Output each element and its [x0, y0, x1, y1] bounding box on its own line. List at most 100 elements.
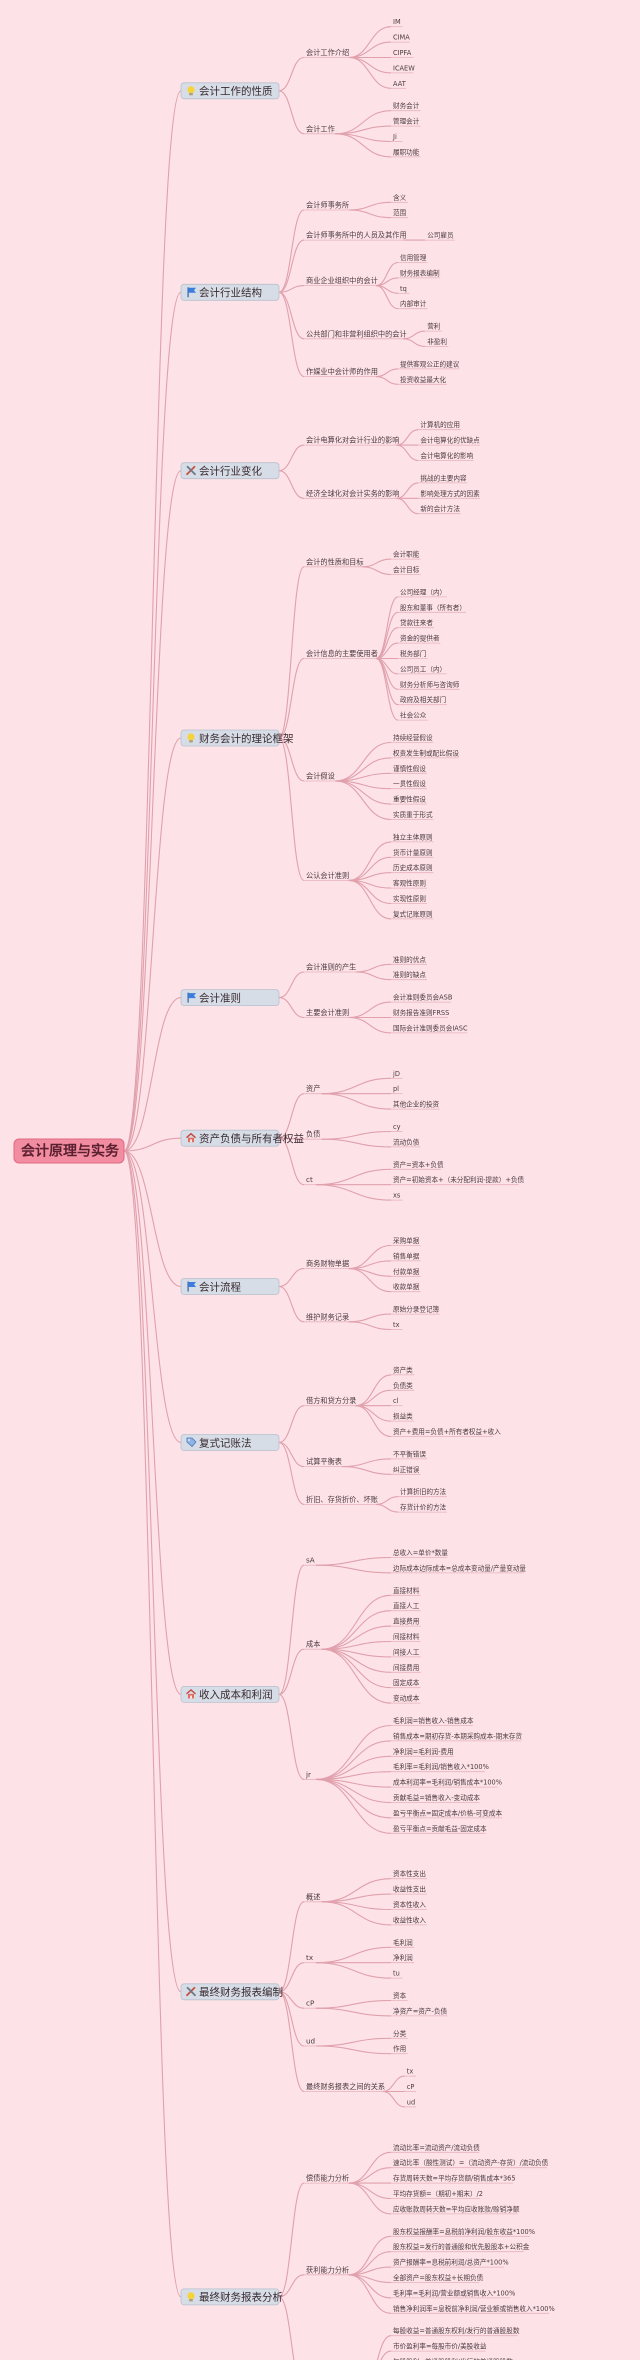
- leaf-node[interactable]: 财务分析师与咨询师: [398, 680, 460, 690]
- leaf-node[interactable]: 边际成本边际成本=总成本变动量/产量变动量: [391, 1563, 526, 1574]
- leaf-node[interactable]: 资本: [391, 1991, 408, 2001]
- leaf-node[interactable]: 贡献毛益=销售收入-变动成本: [391, 1793, 480, 1803]
- leaf-node[interactable]: 会计职能: [391, 550, 421, 560]
- topic-node[interactable]: 折旧、存货折价、坏账: [304, 1495, 378, 1505]
- leaf-node[interactable]: ud: [404, 2098, 417, 2108]
- leaf-node[interactable]: cP: [404, 2083, 417, 2092]
- topic-node[interactable]: 会计准则的产生: [304, 963, 356, 973]
- leaf-node[interactable]: 管理会计: [391, 117, 421, 127]
- leaf-node[interactable]: 贷款往来者: [398, 618, 434, 629]
- topic-node[interactable]: tx: [304, 1953, 316, 1964]
- leaf-node[interactable]: 谨慎性假设: [391, 764, 427, 774]
- leaf-node[interactable]: 会计准则委员会ASB: [391, 993, 453, 1003]
- leaf-node[interactable]: 客观性原则: [391, 879, 427, 889]
- leaf-node[interactable]: IM: [391, 18, 403, 28]
- leaf-node[interactable]: 间接材料: [391, 1632, 421, 1642]
- leaf-node[interactable]: 毛利率=毛利润/销售收入*100%: [391, 1762, 489, 1773]
- leaf-node[interactable]: 原始分录登记簿: [391, 1305, 440, 1315]
- leaf-node[interactable]: 总收入=单价*数量: [391, 1548, 448, 1558]
- leaf-node[interactable]: cl: [391, 1397, 403, 1407]
- leaf-node[interactable]: 财务报告准则FRSS: [391, 1008, 449, 1018]
- leaf-node[interactable]: 独立主体原则: [391, 832, 434, 843]
- leaf-node[interactable]: ICAEW: [391, 64, 415, 74]
- leaf-node[interactable]: 不平衡错误: [391, 1449, 427, 1460]
- leaf-node[interactable]: 履职功能: [391, 147, 421, 158]
- leaf-node[interactable]: 固定成本: [391, 1678, 421, 1689]
- leaf-node[interactable]: 流动比率=流动资产/流动负债: [391, 2143, 480, 2153]
- topic-node[interactable]: 作媒业中会计师的作用: [304, 367, 378, 377]
- leaf-node[interactable]: 内部审计: [398, 299, 428, 310]
- section-s3[interactable]: 会计行业变化: [180, 462, 280, 480]
- leaf-node[interactable]: 市价盈利率=每股市价/美股收益: [391, 2342, 487, 2352]
- leaf-node[interactable]: 影响处理方式的因素: [418, 489, 480, 499]
- leaf-node[interactable]: tq: [398, 285, 410, 294]
- section-s1[interactable]: 会计工作的性质: [180, 82, 280, 100]
- leaf-node[interactable]: 实现性原则: [391, 894, 427, 904]
- leaf-node[interactable]: 信用管理: [398, 253, 428, 263]
- topic-node[interactable]: jr: [304, 1770, 316, 1780]
- leaf-node[interactable]: 净利润=毛利润-费用: [391, 1747, 454, 1757]
- leaf-node[interactable]: tx: [404, 2068, 417, 2077]
- section-s6[interactable]: 资产负债与所有者权益: [180, 1129, 304, 1147]
- topic-node[interactable]: 会计假设: [304, 772, 336, 782]
- leaf-node[interactable]: 损益类: [391, 1412, 415, 1422]
- leaf-node[interactable]: 计算机的应用: [418, 420, 461, 431]
- leaf-node[interactable]: 国际会计准则委员会IASC: [391, 1023, 468, 1034]
- leaf-node[interactable]: 投资收益最大化: [398, 375, 447, 385]
- leaf-node[interactable]: 计算折旧的方法: [398, 1487, 447, 1498]
- leaf-node[interactable]: 准则的缺点: [391, 970, 427, 981]
- leaf-node[interactable]: 范围: [391, 208, 408, 219]
- leaf-node[interactable]: 存货计价的方法: [398, 1503, 447, 1513]
- leaf-node[interactable]: 采购单据: [391, 1236, 421, 1246]
- leaf-node[interactable]: 财务报表编制: [398, 268, 441, 279]
- leaf-node[interactable]: 每股收益=普通股东权利/发行的普通股股数: [391, 2326, 520, 2337]
- leaf-node[interactable]: 成本利润率=毛利润/销售成本*100%: [391, 1778, 502, 1788]
- leaf-node[interactable]: 毛利率=毛利润/营业额或销售收入*100%: [391, 2288, 515, 2299]
- leaf-node[interactable]: 负债类: [391, 1381, 415, 1391]
- leaf-node[interactable]: 盈亏平衡点=贡献毛益-固定成本: [391, 1824, 487, 1834]
- topic-node[interactable]: ct: [304, 1175, 316, 1186]
- leaf-node[interactable]: 间接人工: [391, 1647, 421, 1658]
- topic-node[interactable]: 会计师事务所: [304, 201, 349, 211]
- topic-node[interactable]: 偿债能力分析: [304, 2174, 349, 2184]
- leaf-node[interactable]: AAT: [391, 80, 407, 89]
- leaf-node[interactable]: 净利润: [391, 1953, 415, 1964]
- topic-node[interactable]: 维护财务记录: [304, 1312, 349, 1323]
- leaf-node[interactable]: tx: [391, 1321, 403, 1330]
- section-s7[interactable]: 会计流程: [180, 1278, 280, 1295]
- leaf-node[interactable]: 公司雇员: [425, 231, 455, 241]
- topic-node[interactable]: 获利能力分析: [304, 2265, 349, 2276]
- topic-node[interactable]: 商业企业组织中的会计: [304, 276, 378, 286]
- topic-node[interactable]: 会计信息的主要使用者: [304, 649, 378, 659]
- leaf-node[interactable]: 作用: [391, 2044, 408, 2055]
- leaf-node[interactable]: 财务会计: [391, 101, 421, 112]
- topic-node[interactable]: 经济全球化对会计实务的影响: [304, 489, 399, 499]
- leaf-node[interactable]: 速动比率（酸性测试）=（流动资产-存货）/流动负债: [391, 2158, 549, 2169]
- topic-node[interactable]: 会计的性质和目标: [304, 557, 364, 568]
- topic-node[interactable]: 最终财务报表之间的关系: [304, 2082, 385, 2092]
- leaf-node[interactable]: 准则的优点: [391, 955, 427, 965]
- topic-node[interactable]: 成本: [304, 1640, 322, 1650]
- leaf-node[interactable]: 会计电算化的影响: [418, 451, 474, 461]
- section-s4[interactable]: 财务会计的理论框架: [180, 729, 294, 747]
- leaf-node[interactable]: 盈亏平衡点=固定成本/价格-可变成本: [391, 1808, 502, 1819]
- topic-node[interactable]: 会计电算化对会计行业的影响: [304, 436, 399, 446]
- leaf-node[interactable]: 资产报酬率=息税前利润/总资产*100%: [391, 2258, 509, 2268]
- topic-node[interactable]: ud: [304, 2037, 316, 2047]
- leaf-node[interactable]: 政府及相关部门: [398, 695, 447, 706]
- leaf-node[interactable]: 毛利润: [391, 1938, 415, 1948]
- leaf-node[interactable]: 一贯性假设: [391, 779, 427, 790]
- topic-node[interactable]: 概述: [304, 1892, 322, 1903]
- leaf-node[interactable]: tu: [391, 1970, 403, 1979]
- leaf-node[interactable]: 货币计量原则: [391, 848, 434, 858]
- topic-node[interactable]: 主要会计准则: [304, 1008, 349, 1018]
- topic-node[interactable]: 商务财物单据: [304, 1259, 349, 1269]
- topic-node[interactable]: sA: [304, 1556, 316, 1566]
- leaf-node[interactable]: 分类: [391, 2029, 408, 2039]
- topic-node[interactable]: 会计工作介绍: [304, 48, 349, 58]
- leaf-node[interactable]: 提供客观公正的建议: [398, 359, 460, 370]
- leaf-node[interactable]: 新的会计方法: [418, 504, 461, 515]
- leaf-node[interactable]: 销售净利润率=息税前净利润/营业额或销售收入*100%: [391, 2304, 555, 2314]
- leaf-node[interactable]: 历史成本原则: [391, 863, 434, 874]
- leaf-node[interactable]: 付款单据: [391, 1267, 421, 1277]
